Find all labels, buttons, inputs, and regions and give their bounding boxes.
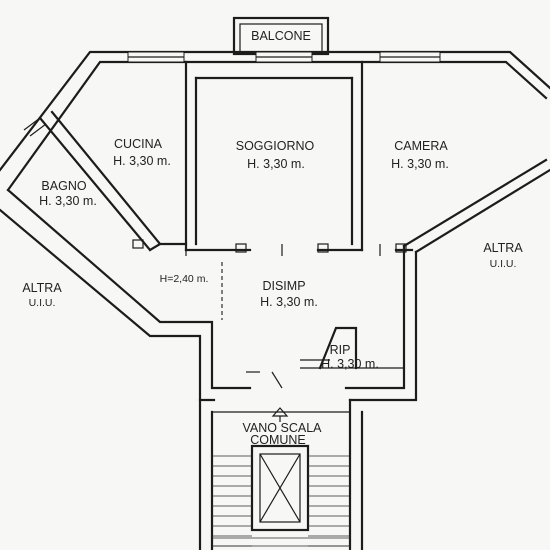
- bagno-height: H. 3,30 m.: [39, 194, 97, 208]
- internal-walls: [38, 60, 414, 370]
- right-neighbor-label-line2: U.I.U.: [490, 258, 517, 270]
- camera-label: CAMERA: [394, 139, 448, 153]
- camera-height: H. 3,30 m.: [391, 157, 449, 171]
- soggiorno-label: SOGGIORNO: [236, 139, 315, 153]
- door-swings: [185, 244, 381, 389]
- vano-scala-label-line2: COMUNE: [250, 433, 306, 447]
- rip-label: RIP: [330, 343, 351, 357]
- right-neighbor-label-line1: ALTRA: [483, 241, 523, 255]
- bagno-label: BAGNO: [41, 179, 86, 193]
- stairwell: [198, 398, 364, 550]
- cucina-label: CUCINA: [114, 137, 163, 151]
- soggiorno-height: H. 3,30 m.: [247, 157, 305, 171]
- disimp-height: H. 3,30 m.: [260, 295, 318, 309]
- rip-height: H. 3,30 m.: [321, 357, 379, 371]
- corridor-height: H=2,40 m.: [160, 273, 209, 285]
- windows: [23, 51, 441, 137]
- room-labels: BALCONE CUCINA H. 3,30 m. SOGGIORNO H. 3…: [22, 29, 523, 447]
- left-neighbor-label-line2: U.I.U.: [29, 297, 56, 309]
- balcone-label: BALCONE: [251, 29, 311, 43]
- left-neighbor-label-line1: ALTRA: [22, 281, 62, 295]
- cucina-height: H. 3,30 m.: [113, 154, 171, 168]
- disimp-label: DISIMP: [262, 279, 305, 293]
- vano-scala-label-line1: VANO SCALA: [243, 421, 323, 435]
- outer-walls: [0, 50, 550, 402]
